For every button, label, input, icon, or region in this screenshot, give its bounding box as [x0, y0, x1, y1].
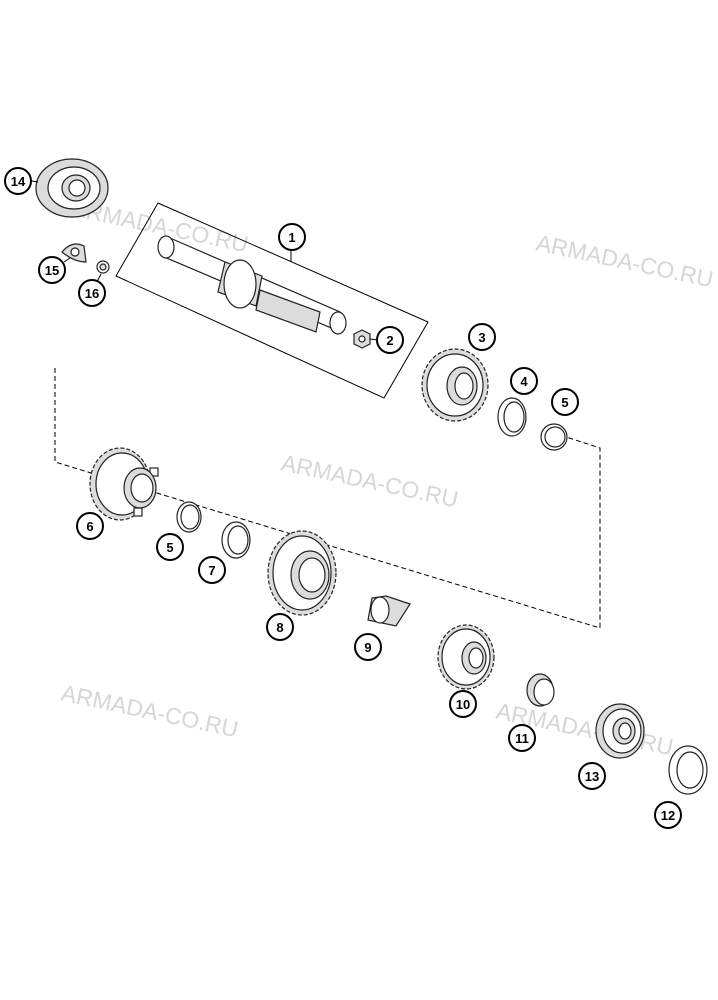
callout-11-label: 11 [515, 731, 529, 746]
screw-part-16 [96, 260, 110, 274]
gear-part-8 [267, 530, 337, 616]
callout-8[interactable]: 8 [266, 613, 294, 641]
callout-16[interactable]: 16 [78, 279, 106, 307]
callout-6-label: 6 [86, 519, 93, 534]
watermarks: ARMADA-CO.RU ARMADA-CO.RU ARMADA-CO.RU A… [59, 194, 716, 760]
gear-part-6 [89, 447, 159, 521]
callout-15-label: 15 [45, 263, 59, 278]
callout-5-lower[interactable]: 5 [156, 533, 184, 561]
callout-7-label: 7 [208, 563, 215, 578]
washer-part-4 [497, 397, 527, 437]
callout-6[interactable]: 6 [76, 512, 104, 540]
callout-4-label: 4 [520, 374, 528, 389]
locking-plate-part-15 [61, 243, 87, 263]
bearing-part-13 [595, 703, 645, 759]
bushing-part-11 [526, 673, 555, 707]
callout-1-label: 1 [288, 230, 295, 245]
bearing-part-14 [35, 158, 109, 218]
gear-part-10 [437, 624, 495, 690]
watermark-2: ARMADA-CO.RU [534, 229, 716, 292]
callout-13[interactable]: 13 [578, 762, 606, 790]
callout-8-label: 8 [276, 620, 283, 635]
watermark-4: ARMADA-CO.RU [59, 679, 241, 742]
shaft-assembly-frame [115, 202, 429, 399]
callout-7[interactable]: 7 [198, 556, 226, 584]
bushing-part-9 [367, 595, 411, 627]
callout-4[interactable]: 4 [510, 367, 538, 395]
callout-12[interactable]: 12 [654, 801, 682, 829]
callout-12-label: 12 [661, 808, 675, 823]
gear-group-dashed-outline [54, 368, 601, 629]
callout-5-lower-label: 5 [166, 540, 173, 555]
callout-10-label: 10 [456, 697, 470, 712]
main-shaft-part-1 [157, 235, 347, 335]
callout-16-label: 16 [85, 286, 99, 301]
circlip-part-5-top [540, 423, 568, 451]
callout-11[interactable]: 11 [508, 724, 536, 752]
callout-9-label: 9 [364, 640, 371, 655]
callout-14[interactable]: 14 [4, 167, 32, 195]
callout-14-label: 14 [11, 174, 26, 189]
callout-1[interactable]: 1 [278, 223, 306, 251]
callout-2-label: 2 [386, 333, 393, 348]
washer-part-7 [221, 521, 251, 559]
callout-5-top-label: 5 [561, 395, 568, 410]
circlip-part-5-lower [176, 501, 202, 533]
callout-2[interactable]: 2 [376, 326, 404, 354]
callout-15[interactable]: 15 [38, 256, 66, 284]
callout-13-label: 13 [585, 769, 599, 784]
watermark-3: ARMADA-CO.RU [279, 449, 461, 512]
gear-part-3 [421, 348, 489, 422]
callout-9[interactable]: 9 [354, 633, 382, 661]
nut-part-2 [353, 329, 371, 349]
washer-part-12 [668, 745, 708, 795]
callout-5-top[interactable]: 5 [551, 388, 579, 416]
callout-3[interactable]: 3 [468, 323, 496, 351]
callout-10[interactable]: 10 [449, 690, 477, 718]
callout-3-label: 3 [478, 330, 485, 345]
